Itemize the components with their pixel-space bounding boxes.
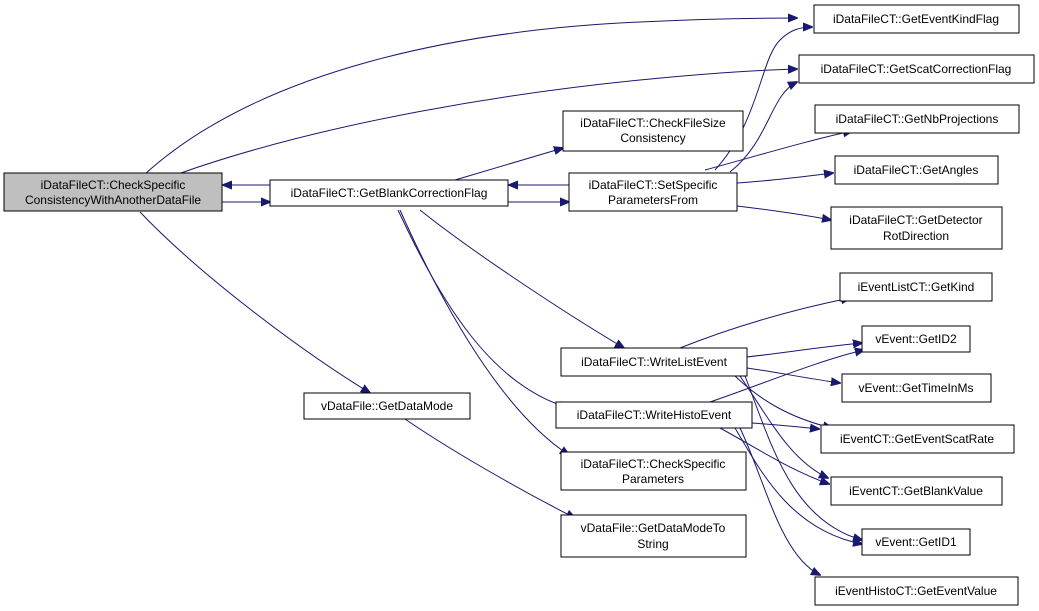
- node-label-line-1: iDataFileCT::SetSpecific: [589, 178, 718, 192]
- node-ieventlistct-getkind[interactable]: iEventListCT::GetKind: [839, 272, 993, 302]
- node-getscatcorrectionflag[interactable]: iDataFileCT::GetScatCorrectionFlag: [798, 54, 1035, 84]
- node-label: iDataFileCT::WriteHistoEvent: [577, 408, 732, 422]
- node-getblankvalue[interactable]: iEventCT::GetBlankValue: [830, 476, 1003, 506]
- node-getnbprojections[interactable]: iDataFileCT::GetNbProjections: [814, 104, 1020, 134]
- node-label: vEvent::GetID2: [875, 332, 957, 346]
- node-checkspecificparameters[interactable]: iDataFileCT::CheckSpecific Parameters: [560, 451, 747, 491]
- edge-writelistevent-to-getid2: [746, 343, 862, 358]
- node-setspecificparametersfrom[interactable]: iDataFileCT::SetSpecific ParametersFrom: [568, 172, 738, 212]
- edge-setspecificparametersfrom-to-getnbprojections: [704, 131, 852, 171]
- node-label-line-1: iDataFileCT::GetDetector: [849, 213, 982, 227]
- node-getblankcorrectionflag[interactable]: iDataFileCT::GetBlankCorrectionFlag: [269, 179, 509, 207]
- edge-writelistevent-to-getid1: [744, 375, 862, 540]
- node-getdetectorrotdirection[interactable]: iDataFileCT::GetDetector RotDirection: [830, 206, 1003, 250]
- edge-setspecificparametersfrom-to-getdetectorrotdirection: [736, 205, 831, 220]
- node-getdatamodetostring[interactable]: vDataFile::GetDataModeTo String: [560, 514, 747, 558]
- node-writehistoevent[interactable]: iDataFileCT::WriteHistoEvent: [555, 401, 753, 429]
- node-geteventkindflag[interactable]: iDataFileCT::GetEventKindFlag: [813, 4, 1020, 34]
- node-label-line-2: ParametersFrom: [608, 193, 698, 207]
- node-label: vEvent::GetID1: [875, 535, 957, 549]
- node-geteventvalue[interactable]: iEventHistoCT::GetEventValue: [814, 576, 1019, 606]
- node-vevent-getid1[interactable]: vEvent::GetID1: [861, 528, 971, 556]
- node-label: iDataFileCT::GetEventKindFlag: [833, 12, 999, 26]
- edges: [139, 18, 864, 575]
- edge-writelistevent-to-getkind: [679, 298, 850, 349]
- edge-root-to-getscatcorrectionflag: [177, 69, 797, 175]
- node-label: iEventCT::GetBlankValue: [849, 484, 983, 498]
- node-geteventscatrate[interactable]: iEventCT::GetEventScatRate: [820, 424, 1015, 454]
- node-label-line-1: iDataFileCT::CheckFileSize: [580, 116, 726, 130]
- edge-writehistoevent-to-getid2: [709, 350, 864, 403]
- node-vevent-getid2[interactable]: vEvent::GetID2: [861, 325, 971, 353]
- node-label: iDataFileCT::GetBlankCorrectionFlag: [291, 186, 488, 200]
- node-checkfilesizeconsistency[interactable]: iDataFileCT::CheckFileSize Consistency: [562, 110, 744, 152]
- node-label-line-1: iDataFileCT::CheckSpecific: [581, 457, 726, 471]
- node-label: iDataFileCT::WriteListEvent: [581, 355, 727, 369]
- edge-setspecificparametersfrom-to-getscatcorrectionflag: [729, 82, 797, 173]
- node-label: iDataFileCT::GetNbProjections: [836, 112, 999, 126]
- node-writelistevent[interactable]: iDataFileCT::WriteListEvent: [560, 347, 748, 377]
- node-label: iDataFileCT::GetScatCorrectionFlag: [821, 62, 1012, 76]
- node-label-line-2: ConsistencyWithAnotherDataFile: [25, 193, 201, 207]
- node-label: iEventListCT::GetKind: [858, 280, 975, 294]
- node-label: iEventHistoCT::GetEventValue: [835, 584, 997, 598]
- node-getdatamode[interactable]: vDataFile::GetDataMode: [303, 392, 471, 420]
- edge-writehistoevent-to-geteventvalue: [739, 427, 820, 575]
- node-label: iDataFileCT::GetAngles: [854, 163, 979, 177]
- edge-root-to-geteventkindflag: [144, 18, 797, 175]
- edge-writehistoevent-to-getblankvalue: [719, 427, 829, 484]
- edge-getblankcorrectionflag-to-writelistevent: [419, 209, 624, 348]
- node-getangles[interactable]: iDataFileCT::GetAngles: [834, 155, 999, 185]
- edge-writehistoevent-to-geteventscatrate: [751, 422, 819, 429]
- edge-getdatamode-to-getdatamodetostring: [404, 418, 575, 518]
- node-label: vEvent::GetTimeInMs: [859, 381, 974, 395]
- node-label-line-2: Parameters: [622, 472, 684, 486]
- edge-setspecificparametersfrom-to-getangles: [736, 173, 833, 184]
- edge-root-to-getdatamode: [139, 211, 370, 393]
- edge-getblankcorrectionflag-to-checkfilesizeconsistency: [454, 148, 563, 181]
- node-label-line-2: RotDirection: [883, 229, 949, 243]
- edge-writelistevent-to-getblankvalue: [739, 375, 828, 478]
- node-label-line-1: iDataFileCT::CheckSpecific: [41, 178, 186, 192]
- node-checkspecificconsistencywithanotherdatafile[interactable]: iDataFileCT::CheckSpecific ConsistencyWi…: [3, 172, 223, 212]
- edge-getblankcorrectionflag-to-checkspecificparameters: [399, 209, 569, 455]
- node-label-line-2: String: [637, 537, 668, 551]
- node-vevent-gettimeinms[interactable]: vEvent::GetTimeInMs: [841, 373, 992, 403]
- edge-writelistevent-to-gettimeinms: [746, 367, 840, 383]
- node-label-line-2: Consistency: [620, 131, 685, 145]
- edge-writehistoevent-to-getid1: [734, 427, 862, 544]
- node-label: vDataFile::GetDataMode: [321, 399, 453, 413]
- edge-getblankcorrectionflag-to-writehistoevent: [397, 209, 569, 408]
- node-label: iEventCT::GetEventScatRate: [840, 432, 994, 446]
- node-label-line-1: vDataFile::GetDataModeTo: [581, 521, 726, 535]
